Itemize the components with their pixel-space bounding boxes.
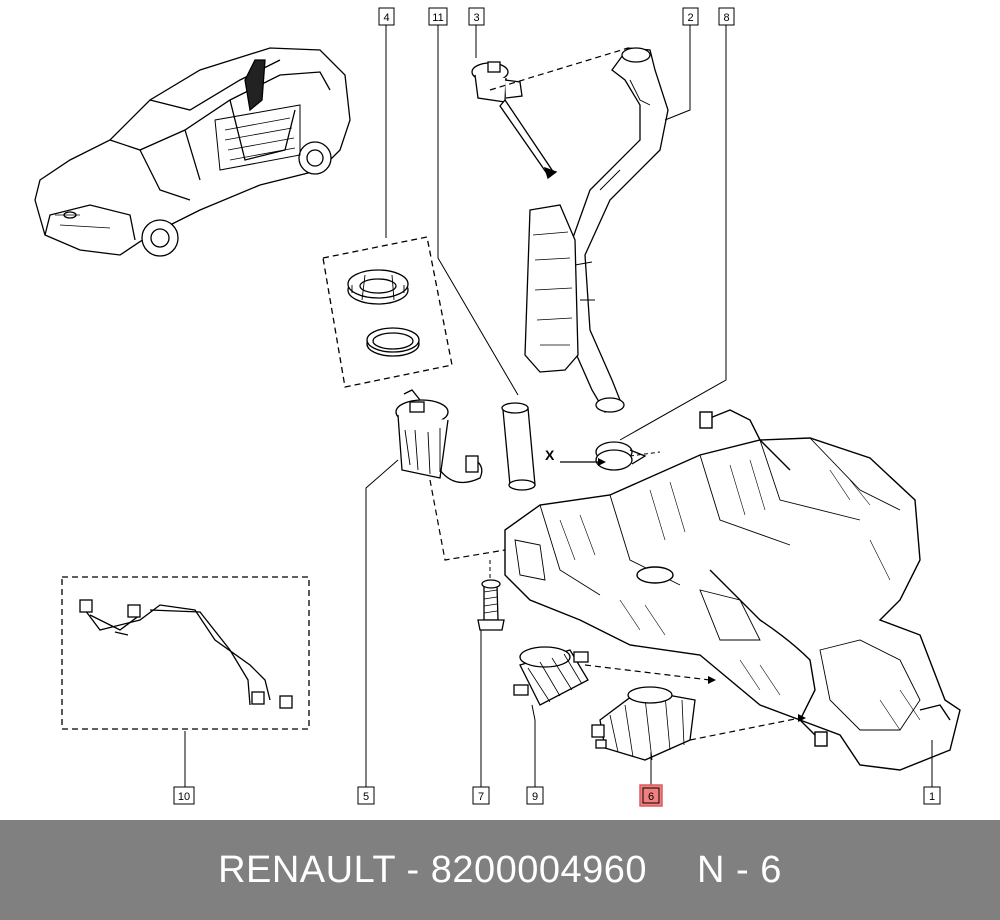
callout-9: 9: [526, 786, 544, 805]
annotation-x-label: X: [545, 447, 555, 463]
callout-2: 2: [682, 7, 699, 26]
part-3-vent-valve: [471, 61, 558, 180]
callout-4: 4: [378, 7, 395, 26]
callout-6: 6: [639, 784, 663, 807]
annotation-x: X: [545, 447, 661, 466]
dash-3-to-2: [489, 47, 629, 91]
part-4-group: [322, 236, 453, 388]
callout-5: 5: [357, 786, 375, 805]
car-illustration: [34, 47, 351, 257]
callout-1-label: 1: [929, 791, 935, 803]
part-1-fuel-tank: [504, 409, 961, 771]
part-6-canister: [591, 686, 696, 761]
dash-5-to-tank: [429, 479, 506, 561]
callout-6-label: 6: [648, 791, 654, 803]
arrow-9: [708, 676, 716, 684]
callout-5-label: 5: [363, 791, 369, 803]
footer-brand-part: RENAULT - 8200004960: [218, 848, 648, 891]
part-11-hose: [501, 402, 536, 491]
callout-4-label: 4: [383, 12, 389, 24]
leader-lines: [184, 25, 933, 788]
part-9-fuel-filter: [513, 646, 589, 706]
arrow-6: [798, 714, 806, 722]
callout-8-label: 8: [723, 12, 729, 24]
callout-2-label: 2: [687, 12, 693, 24]
callout-11: 11: [428, 7, 448, 26]
dash-6-to-tank: [689, 717, 801, 741]
footer-ref: N - 6: [697, 848, 782, 891]
part-2-filler-neck: [524, 47, 669, 413]
callout-10: 10: [173, 786, 195, 805]
callout-3-label: 3: [473, 12, 479, 24]
callout-8: 8: [718, 7, 735, 26]
fuel-system-diagram: X: [34, 7, 961, 807]
callout-11-label: 11: [432, 12, 443, 24]
part-8-clamp: [595, 441, 647, 471]
callout-7-label: 7: [478, 791, 484, 803]
callout-3: 3: [468, 7, 485, 26]
part-5-fuel-pump: [395, 389, 483, 484]
callout-10-label: 10: [178, 791, 190, 803]
part-10-harness: [61, 576, 310, 730]
part-7-bolt: [477, 579, 505, 631]
callout-7: 7: [472, 786, 490, 805]
callout-9-label: 9: [532, 791, 538, 803]
callout-1: 1: [923, 786, 941, 805]
footer-caption: RENAULT - 8200004960 N - 6: [0, 820, 1000, 920]
dash-9-to-tank: [584, 664, 711, 681]
